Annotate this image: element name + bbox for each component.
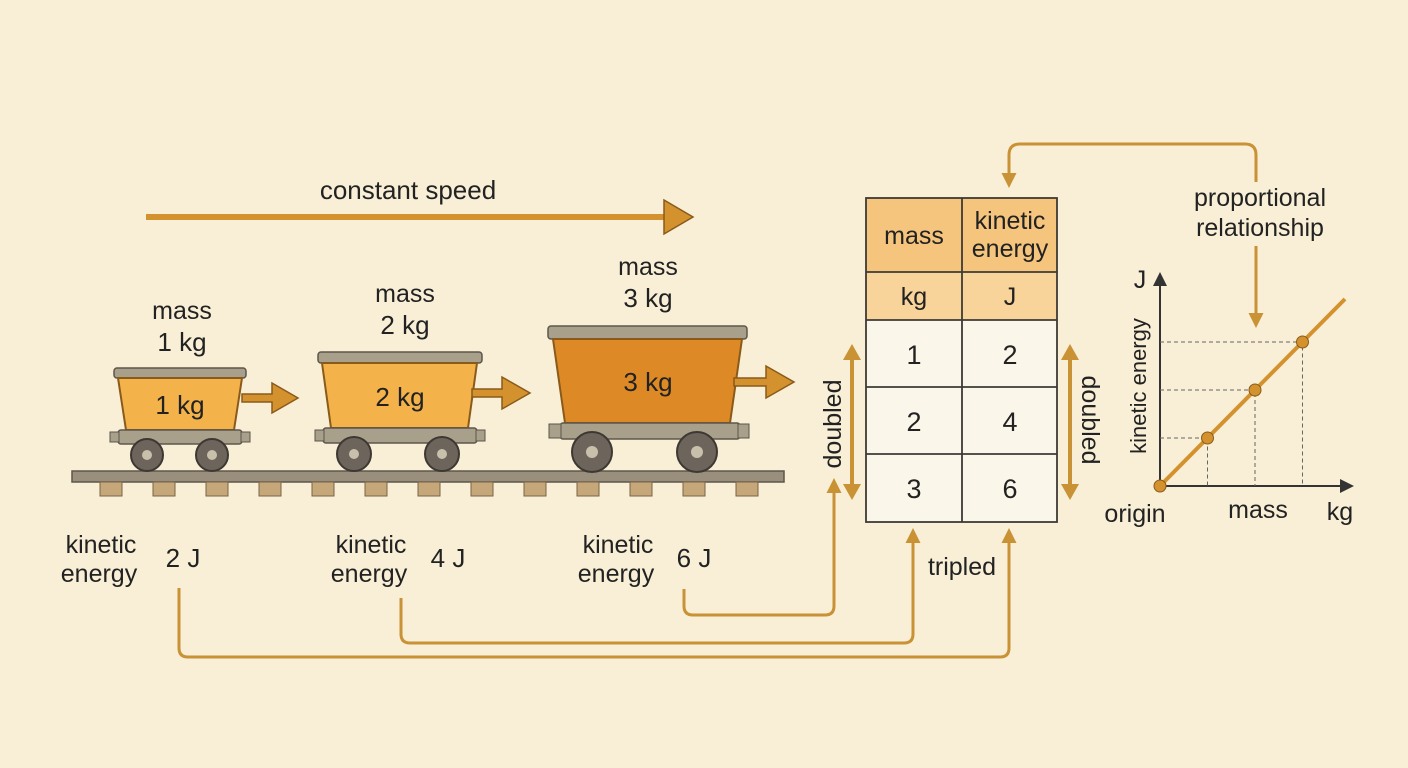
ke-2-value: 4 J <box>431 543 466 573</box>
cart-2-mass-word: mass <box>375 280 435 308</box>
cart-2-body-label: 2 kg <box>375 382 424 412</box>
rail-track <box>71 470 785 497</box>
constant-speed-label: constant speed <box>320 175 496 205</box>
ke-1-value: 2 J <box>166 543 201 573</box>
table-header-mass: mass <box>884 222 944 250</box>
table-header-energy: energy <box>972 235 1049 263</box>
graph-x-label: mass <box>1228 496 1288 524</box>
right-doubled-label: doubled <box>1076 376 1104 465</box>
graph-y-unit: J <box>1134 266 1147 294</box>
cart-2-mass-value: 2 kg <box>380 310 429 340</box>
relationship-line2: relationship <box>1196 214 1324 242</box>
connector-2j-to-table <box>177 528 1017 659</box>
table-header-kinetic: kinetic <box>975 207 1046 235</box>
table-cell-r2-energy: 4 <box>1002 407 1017 437</box>
connector-lines <box>177 142 1264 659</box>
left-doubled-label: doubled <box>819 380 847 469</box>
graph-x-unit: kg <box>1327 498 1353 526</box>
table-cell-r2-mass: 2 <box>906 407 921 437</box>
table-cell-r1-energy: 2 <box>1002 340 1017 370</box>
ke-2-word2: energy <box>331 560 408 588</box>
cart-1kg <box>109 367 300 472</box>
graph-guide-1 <box>1160 437 1208 486</box>
graph-y-label: kinetic energy <box>1126 318 1151 454</box>
constant-speed-arrow <box>146 198 695 236</box>
connector-6j-to-bracket <box>682 478 842 617</box>
cart-1-body-label: 1 kg <box>155 390 204 420</box>
graph-point-3 <box>1296 335 1309 349</box>
ke-2-word1: kinetic <box>336 531 407 559</box>
connector-graph-to-table <box>1001 142 1258 188</box>
cart-1-mass-word: mass <box>152 297 212 325</box>
cart-3kg <box>547 325 796 473</box>
relationship-line1: proportional <box>1194 184 1326 212</box>
right-doubled-bracket <box>1061 344 1079 500</box>
graph-point-1 <box>1201 431 1214 445</box>
cart-3-mass-value: 3 kg <box>623 283 672 313</box>
mass-energy-table <box>865 197 1058 523</box>
graph-origin-label: origin <box>1104 500 1165 528</box>
ke-1-word2: energy <box>61 560 138 588</box>
table-cell-r1-mass: 1 <box>906 340 921 370</box>
connector-4j-to-table <box>399 528 921 645</box>
cart-1-mass-value: 1 kg <box>157 327 206 357</box>
cart-3-mass-word: mass <box>618 253 678 281</box>
cart-3-body-label: 3 kg <box>623 367 672 397</box>
energy-vs-mass-graph <box>1153 272 1354 493</box>
table-unit-kg: kg <box>901 283 927 311</box>
graph-origin-point <box>1153 479 1167 493</box>
ke-3-word2: energy <box>578 560 655 588</box>
left-doubled-bracket <box>843 344 861 500</box>
ke-3-value: 6 J <box>677 543 712 573</box>
table-unit-j: J <box>1004 283 1017 311</box>
graph-point-2 <box>1248 383 1262 397</box>
ke-3-word1: kinetic <box>583 531 654 559</box>
table-cell-r3-energy: 6 <box>1002 474 1017 504</box>
tripled-label: tripled <box>928 553 996 581</box>
cart-2kg <box>314 351 532 472</box>
ke-1-word1: kinetic <box>66 531 137 559</box>
table-cell-r3-mass: 3 <box>906 474 921 504</box>
